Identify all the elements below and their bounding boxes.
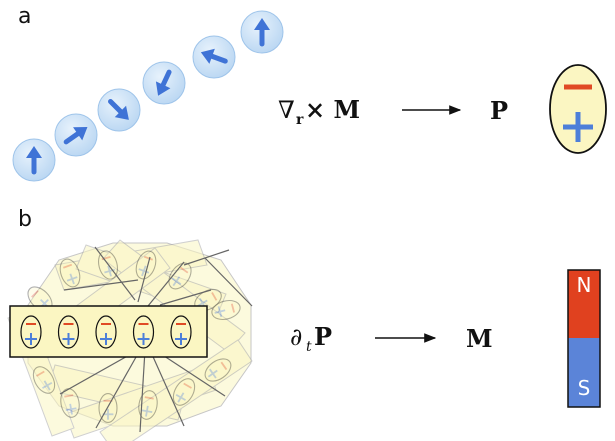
strip-dipole (132, 315, 155, 349)
faint-dipole (59, 258, 81, 288)
P-term-b: P (314, 322, 332, 351)
south-label: S (578, 376, 591, 400)
panel-a-label: a (18, 4, 32, 29)
north-label: N (577, 273, 592, 297)
dipole-ellipse (549, 64, 607, 154)
magnet-south (568, 338, 600, 407)
spin-arrow-icon (155, 69, 172, 96)
spin-4 (142, 61, 186, 105)
spin-arrow-icon (108, 99, 129, 120)
spin-1 (12, 138, 56, 182)
equation-b: ∂ t P M (290, 322, 493, 355)
spin-arrow-icon (200, 48, 228, 64)
polarization-tiling (7, 239, 253, 441)
spin-2 (54, 113, 98, 157)
partial-subscript: t (306, 339, 312, 355)
spin-arrow-icon (26, 146, 42, 175)
faint-dipole (172, 378, 196, 406)
faint-dipole (138, 390, 158, 420)
spin-arrow-icon (63, 126, 88, 145)
spin-6 (240, 10, 284, 54)
faint-dipole (211, 300, 241, 320)
faint-dipole (60, 388, 80, 418)
panel-b-label: b (18, 207, 32, 232)
spin-arrow-icon (254, 18, 270, 47)
nabla-symbol: ∇ (278, 96, 295, 124)
bar-magnet: N S (567, 269, 601, 408)
partial-symbol: ∂ (290, 323, 302, 351)
nabla-subscript: r (296, 112, 304, 128)
spin-5 (192, 35, 236, 79)
spin-chain (12, 10, 284, 182)
strip-dipoles (20, 315, 192, 349)
equation-a: ∇ r × M P (278, 95, 508, 128)
magnet-north (568, 270, 600, 338)
curl-M-term: × M (305, 95, 360, 124)
spin-3 (97, 88, 141, 132)
faint-dipole (168, 262, 192, 290)
faint-dipole (204, 358, 232, 382)
faint-dipole (32, 366, 56, 394)
faint-dipole (135, 250, 157, 280)
strip-dipole (170, 315, 192, 349)
M-term: M (466, 324, 493, 353)
strip-dipole (57, 315, 80, 349)
strip-dipole (95, 315, 117, 349)
P-term: P (490, 96, 508, 125)
strip-dipole (20, 315, 42, 349)
